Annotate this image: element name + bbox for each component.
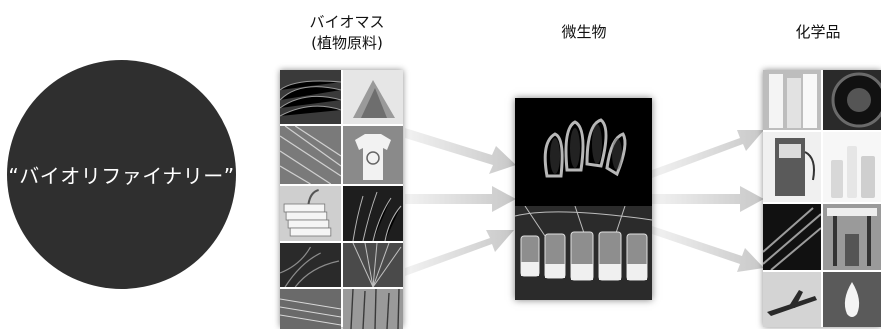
biorefinery-label: “バイオリファイナリー” xyxy=(8,164,235,188)
car-tire-photo xyxy=(823,70,881,130)
microbe-heading: 微生物 xyxy=(544,22,624,43)
fuel-station-photo xyxy=(823,204,881,270)
black-pipes-photo xyxy=(763,204,821,270)
arrow-microbe-to-chem-bottom xyxy=(652,226,764,272)
biomass-title: バイオマス xyxy=(309,13,385,31)
chemicals-photo-grid xyxy=(763,70,881,327)
microbe-title: 微生物 xyxy=(561,23,607,41)
straw-bundle-photo xyxy=(280,126,341,184)
biomass-subtitle: (植物原料) xyxy=(311,34,383,52)
recycle-tshirt-photo xyxy=(343,126,403,184)
biomass-photo-grid xyxy=(280,70,403,329)
biomass-heading: バイオマス (植物原料) xyxy=(287,12,407,54)
arrow-biomass-to-microbe-bottom xyxy=(405,230,514,276)
microbe-photo xyxy=(515,98,652,300)
bioreactor-vessels-photo xyxy=(515,205,652,300)
reed-field-photo xyxy=(343,289,403,329)
cut-stalks-photo xyxy=(343,243,403,287)
fuel-pump-photo xyxy=(763,132,821,202)
cosmetic-bottles-photo xyxy=(823,132,881,202)
arrow-biomass-to-microbe-mid xyxy=(405,186,516,212)
corn-husks-photo xyxy=(343,70,403,124)
cane-field-photo xyxy=(280,289,341,329)
fern-plants-photo xyxy=(280,243,341,287)
arrow-biomass-to-microbe-top xyxy=(405,128,516,174)
white-flame-photo xyxy=(823,272,881,327)
glowing-cells-photo xyxy=(515,98,652,206)
plastic-film-rolls-photo xyxy=(763,70,821,130)
tall-grass-photo xyxy=(343,186,403,241)
chemicals-title: 化学品 xyxy=(795,23,841,41)
grass-field-photo xyxy=(280,70,341,124)
arrow-microbe-to-chem-mid xyxy=(652,186,764,212)
arrow-microbe-to-chem-top xyxy=(652,130,764,178)
paper-stack-photo xyxy=(280,186,341,241)
chemicals-heading: 化学品 xyxy=(778,22,858,43)
airplane-photo xyxy=(763,272,821,327)
biorefinery-circle: “バイオリファイナリー” xyxy=(7,60,236,289)
